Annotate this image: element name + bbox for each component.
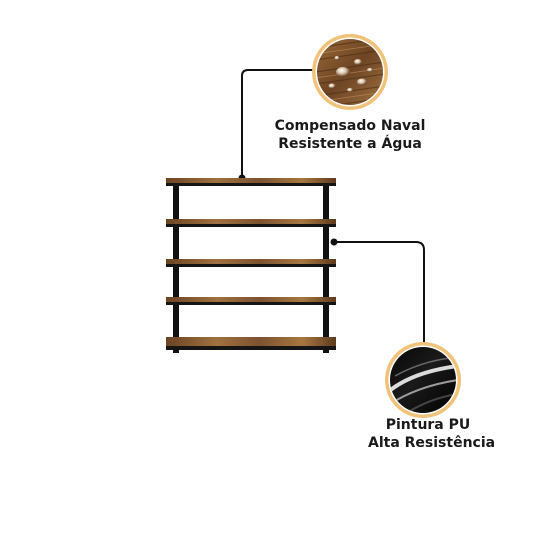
frame-bar-left [173, 183, 179, 353]
feature-line-2: Alta Resistência [368, 435, 496, 451]
feature-line-2: Resistente a Água [278, 136, 422, 152]
shelf-board [166, 337, 336, 350]
water-droplets-on-wood-icon [312, 34, 388, 110]
shelf-board [166, 259, 336, 267]
shelf-board [166, 178, 336, 186]
wall-shelf [166, 178, 336, 353]
shelf-board [166, 219, 336, 227]
feature-label-pu-paint: Pintura PU Alta Resistência [368, 416, 496, 452]
shelf-board [166, 297, 336, 305]
glossy-black-paint-icon [385, 342, 461, 418]
feature-line-1: Pintura PU [385, 417, 471, 433]
connector-line-bottom [330, 238, 425, 346]
feature-line-1: Compensado Naval [274, 118, 426, 134]
frame-bar-right [323, 183, 329, 353]
feature-label-naval-plywood: Compensado Naval Resistente a Água [270, 117, 430, 153]
